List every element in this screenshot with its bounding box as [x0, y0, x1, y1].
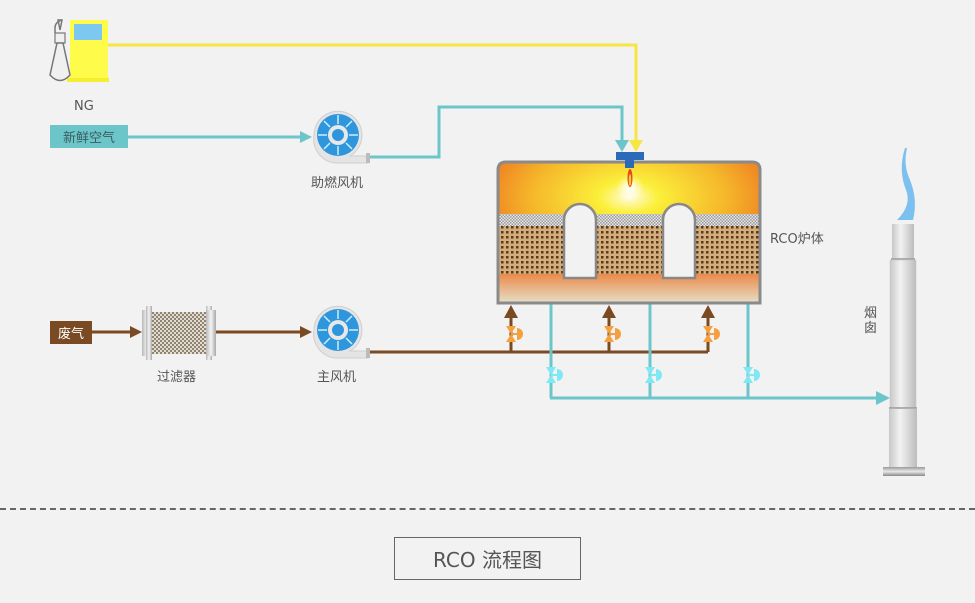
outlet-pipe — [549, 303, 890, 405]
chimney-label: 烟 囱 — [864, 306, 877, 336]
waste-gas-tag[interactable]: 废气 — [50, 321, 92, 344]
fresh-air-tag[interactable]: 新鲜空气 — [50, 125, 128, 148]
air-arrow-icon — [300, 131, 312, 143]
outlet-valve[interactable] — [645, 367, 662, 383]
inlet-valve[interactable] — [506, 326, 523, 342]
combustion-fan-label: 助燃风机 — [311, 176, 364, 191]
waste-arrow-icon — [300, 326, 312, 338]
outlet-valve[interactable] — [546, 367, 563, 383]
ng-pipe — [108, 43, 643, 152]
rco-furnace-label: RCO炉体 — [770, 232, 824, 247]
exhaust-flame-icon — [897, 148, 915, 220]
burner-icon — [616, 152, 644, 202]
up-arrow-icon — [701, 305, 715, 318]
air-arrow-icon — [615, 140, 629, 152]
main-fan-icon[interactable] — [313, 305, 370, 359]
outlet-valve[interactable] — [743, 367, 760, 383]
ng-arrow-icon — [629, 140, 643, 152]
filter-icon[interactable] — [142, 306, 216, 360]
waste-arrow-icon — [130, 326, 142, 338]
filter-label: 过滤器 — [157, 370, 197, 385]
inlet-valve[interactable] — [703, 326, 720, 342]
ng-label: NG — [74, 99, 94, 114]
up-arrow-icon — [504, 305, 518, 318]
chimney-label-line1: 烟 — [864, 306, 878, 321]
up-arrow-icon — [602, 305, 616, 318]
diagram-title: RCO 流程图 — [394, 537, 581, 580]
chimney-label-line2: 囱 — [864, 321, 878, 336]
chimney-icon — [883, 148, 925, 476]
fresh-air-pipe — [128, 105, 629, 159]
inlet-valve[interactable] — [604, 326, 621, 342]
main-fan-label: 主风机 — [317, 370, 357, 385]
combustion-fan-icon[interactable] — [313, 110, 370, 164]
outlet-arrow-icon — [876, 391, 890, 405]
ng-dispenser-icon — [49, 19, 109, 82]
rco-furnace[interactable] — [496, 160, 762, 305]
section-divider — [0, 508, 975, 510]
